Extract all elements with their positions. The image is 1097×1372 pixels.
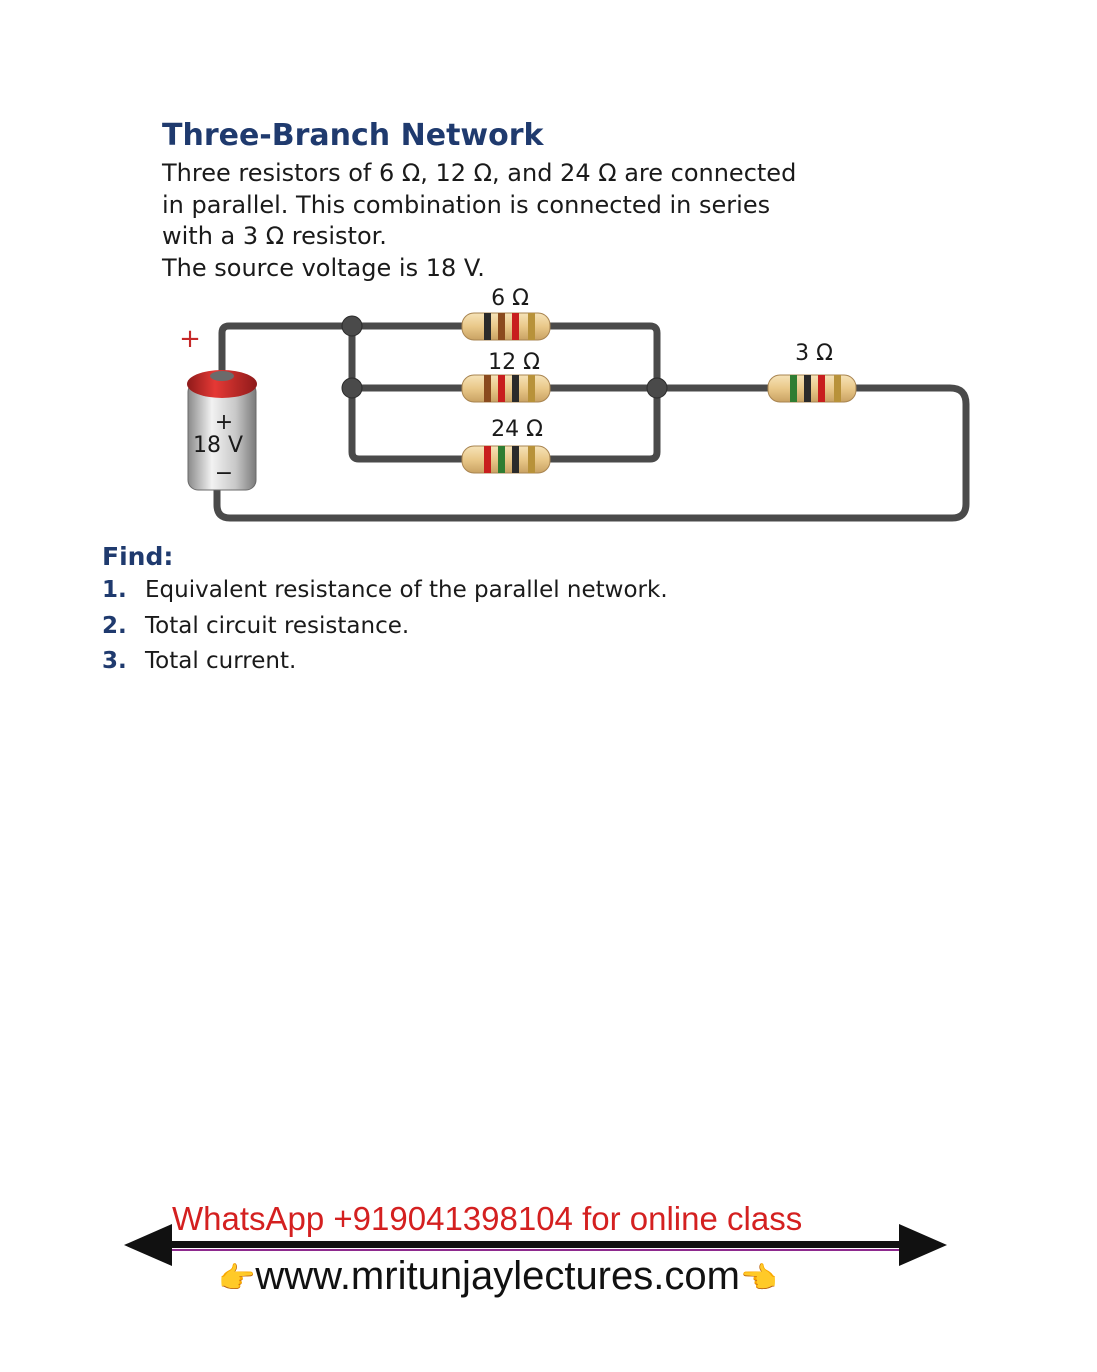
battery-minus-sign: − xyxy=(215,461,233,486)
resistor-band xyxy=(512,313,519,340)
whatsapp-promo: WhatsApp +919041398104 for online class xyxy=(172,1200,803,1237)
resistor-band xyxy=(498,313,505,340)
question-list: 1. Equivalent resistance of the parallel … xyxy=(102,577,668,684)
question-text: Total circuit resistance. xyxy=(145,612,410,639)
resistor-band xyxy=(512,375,519,402)
resistor-label: 6 Ω xyxy=(491,286,529,311)
battery-cap xyxy=(187,370,257,398)
question-number: 2. xyxy=(102,612,127,639)
question-number: 1. xyxy=(102,577,127,603)
resistor-band xyxy=(834,375,841,402)
resistor-6-ohm: 6 Ω xyxy=(461,286,551,341)
problem-line: Three resistors of 6 Ω, 12 Ω, and 24 Ω a… xyxy=(162,159,797,187)
double-arrow-divider xyxy=(124,1224,947,1266)
circuit-diagram: + 18 V − + 6 Ω 12 Ω 24 Ω 3 Ω xyxy=(179,286,970,522)
junction-node xyxy=(341,315,363,337)
resistor-band xyxy=(484,375,491,402)
website-promo: 👉www.mritunjaylectures.com👈 xyxy=(218,1254,777,1299)
find-heading: Find: xyxy=(102,542,174,571)
resistor-body xyxy=(767,374,857,403)
resistor-label: 3 Ω xyxy=(795,341,833,366)
resistor-label: 12 Ω xyxy=(488,350,540,375)
junction-node xyxy=(646,377,668,399)
problem-line: The source voltage is 18 V. xyxy=(162,253,485,282)
battery-label: 18 V xyxy=(193,433,243,458)
resistor-band xyxy=(818,375,825,402)
wire-series xyxy=(213,384,970,522)
problem-title: Three-Branch Network xyxy=(162,118,544,153)
problem-line: with a 3 Ω resistor. xyxy=(162,222,387,250)
junctions xyxy=(341,315,668,399)
battery: + 18 V − xyxy=(187,370,257,491)
resistor-band xyxy=(484,313,491,340)
pointing-left-hand-icon: 👈 xyxy=(739,1261,778,1295)
resistor-3-ohm: 3 Ω xyxy=(767,341,857,403)
junction-node xyxy=(341,377,363,399)
positive-terminal-sign: + xyxy=(179,324,201,354)
website-url: www.mritunjaylectures.com xyxy=(255,1254,740,1298)
question-text: Equivalent resistance of the parallel ne… xyxy=(145,577,668,603)
wire-top-branch xyxy=(348,322,661,392)
problem-line: in parallel. This combination is connect… xyxy=(162,190,771,219)
resistor-label: 24 Ω xyxy=(491,417,543,442)
question-item: 1. Equivalent resistance of the parallel … xyxy=(102,577,668,613)
resistor-body xyxy=(461,374,551,403)
battery-terminal xyxy=(210,371,234,381)
resistor-24-ohm: 24 Ω xyxy=(461,417,551,474)
wire-positive xyxy=(218,322,356,376)
resistor-band xyxy=(790,375,797,402)
resistor-band xyxy=(498,375,505,402)
wires xyxy=(213,322,970,522)
resistor-band xyxy=(528,313,535,340)
problem-statement: Three resistors of 6 Ω, 12 Ω, and 24 Ω a… xyxy=(162,158,862,284)
resistor-band xyxy=(512,446,519,473)
arrow-left-icon xyxy=(124,1224,172,1266)
question-item: 3. Total current. xyxy=(102,648,668,684)
resistor-band xyxy=(528,446,535,473)
resistor-body xyxy=(461,312,551,341)
battery-plus-sign: + xyxy=(215,410,233,435)
resistor-12-ohm: 12 Ω xyxy=(461,350,551,403)
resistor-body xyxy=(461,445,551,474)
arrow-right-icon xyxy=(899,1224,947,1266)
resistor-band xyxy=(498,446,505,473)
question-text: Total current. xyxy=(145,648,297,674)
resistor-band xyxy=(484,446,491,473)
resistor-band xyxy=(804,375,811,402)
question-number: 3. xyxy=(102,648,127,674)
pointing-right-hand-icon: 👉 xyxy=(218,1261,256,1295)
resistor-band xyxy=(528,375,535,402)
question-item: 2. Total circuit resistance. xyxy=(102,613,668,649)
